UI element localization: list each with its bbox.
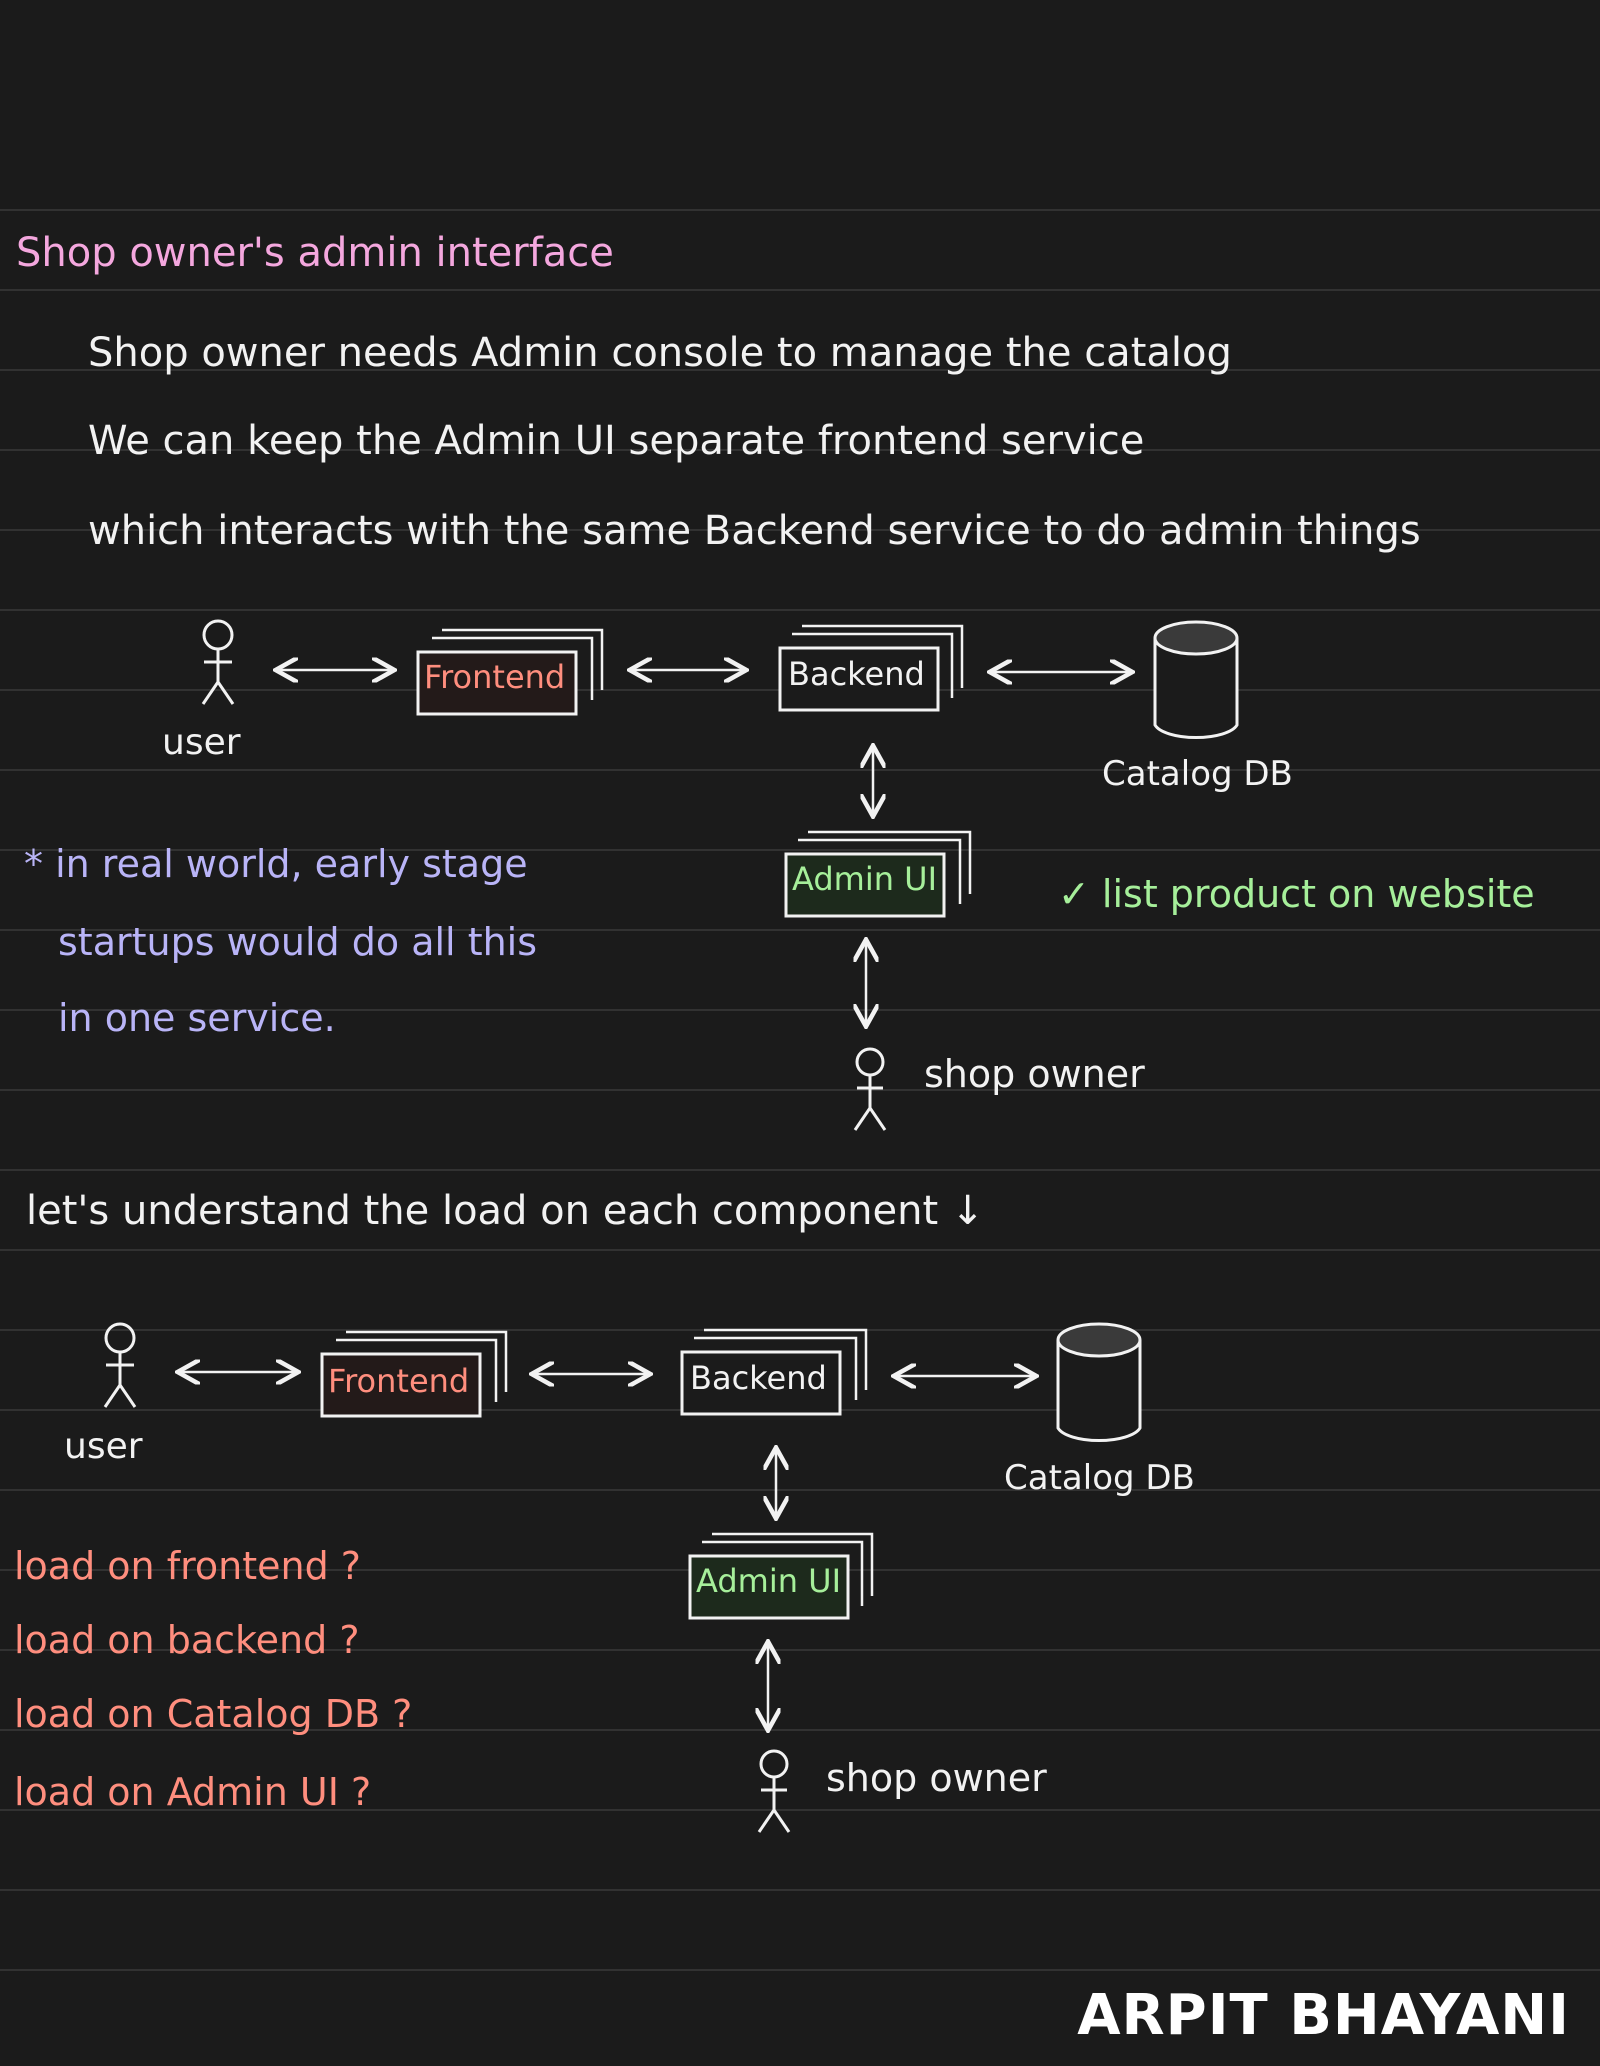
- intro-line-2: We can keep the Admin UI separate fronte…: [88, 418, 1145, 464]
- note-line-2: startups would do all this: [58, 920, 538, 964]
- check-note: ✓ list product on website: [1058, 872, 1535, 916]
- architecture-diagram-2: [103, 1322, 1142, 1833]
- backend-label: Backend: [788, 655, 925, 693]
- architecture-diagram-1: [201, 619, 1239, 1131]
- question-frontend: load on frontend ?: [14, 1544, 361, 1588]
- shop-owner-label: shop owner: [924, 1052, 1145, 1096]
- user-label: user: [162, 722, 241, 763]
- user-label-2: user: [64, 1426, 143, 1467]
- user-stick-figure-icon: [201, 619, 235, 705]
- user-stick-figure-icon-2: [103, 1322, 137, 1408]
- backend-label-2: Backend: [690, 1359, 827, 1397]
- admin-ui-label-2: Admin UI: [696, 1562, 842, 1600]
- catalog-db-label-2: Catalog DB: [1004, 1458, 1195, 1498]
- shop-owner-label-2: shop owner: [826, 1756, 1047, 1800]
- catalog-db-cylinder-icon: [1153, 620, 1239, 740]
- frontend-label-2: Frontend: [328, 1362, 470, 1400]
- page-title: Shop owner's admin interface: [16, 230, 614, 276]
- frontend-box-stack-2: [320, 1330, 508, 1418]
- section-2-heading: let's understand the load on each compon…: [26, 1188, 985, 1234]
- shop-owner-stick-figure-icon-2: [757, 1749, 791, 1833]
- question-admin-ui: load on Admin UI ?: [14, 1770, 372, 1814]
- catalog-db-cylinder-icon-2: [1056, 1322, 1142, 1443]
- frontend-label: Frontend: [424, 658, 566, 696]
- admin-ui-box-stack-2: [688, 1532, 874, 1620]
- frontend-box-stack: [416, 628, 604, 716]
- catalog-db-label: Catalog DB: [1102, 754, 1293, 794]
- backend-box-stack-2: [680, 1328, 868, 1416]
- backend-box-stack: [778, 624, 964, 712]
- note-line-3: in one service.: [58, 996, 336, 1040]
- question-catalog-db: load on Catalog DB ?: [14, 1692, 413, 1736]
- intro-line-3: which interacts with the same Backend se…: [88, 508, 1421, 554]
- question-backend: load on backend ?: [14, 1618, 360, 1662]
- admin-ui-label: Admin UI: [792, 860, 938, 898]
- brand-signature: ARPIT BHAYANI: [1077, 1983, 1570, 2048]
- note-line-1: * in real world, early stage: [24, 842, 528, 886]
- intro-line-1: Shop owner needs Admin console to manage…: [88, 330, 1232, 376]
- admin-ui-box-stack: [784, 830, 972, 918]
- shop-owner-stick-figure-icon: [853, 1047, 887, 1131]
